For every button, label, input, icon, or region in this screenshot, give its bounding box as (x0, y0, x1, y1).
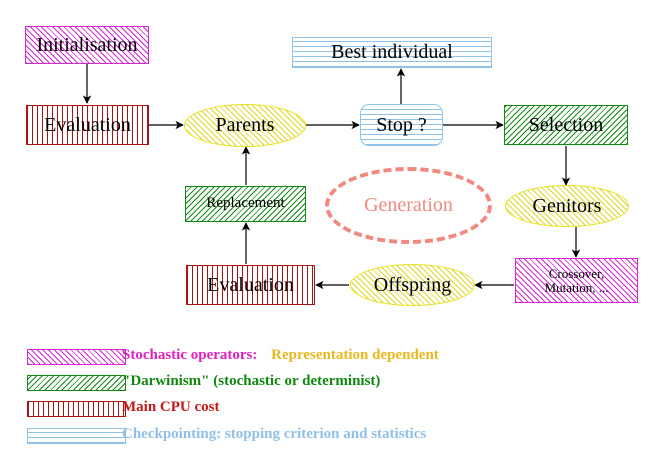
node-stop[interactable]: Stop ? (360, 104, 443, 146)
node-offspring[interactable]: Offspring (350, 264, 475, 306)
node-offspring-label: Offspring (373, 273, 452, 296)
node-parents-label: Parents (215, 114, 275, 137)
node-evaluation-top-label: Evaluation (44, 113, 131, 136)
legend-label-representation-dependent: Representation dependent (271, 347, 439, 363)
legend-swatch-checkpointing (27, 428, 126, 444)
node-initialisation-label: Initialisation (36, 33, 138, 56)
node-crossover-label-line2: Mutation, ... (544, 279, 609, 295)
node-selection[interactable]: Selection (504, 105, 628, 145)
node-replacement[interactable]: Replacement (185, 186, 306, 222)
legend-label-stochastic-operators: Stochastic operators: (122, 347, 258, 363)
node-generation-label: Generation (364, 194, 453, 216)
node-evaluation-bottom-label: Evaluation (207, 273, 294, 296)
node-replacement-label: Replacement (206, 195, 285, 212)
node-crossover-label-line1: Crossover, (548, 266, 605, 282)
legend-row-checkpointing: Checkpointing: stopping criterion and st… (122, 426, 426, 443)
legend-label-main-cpu-cost: Main CPU cost (122, 399, 220, 415)
legend-row-main-cpu-cost: Main CPU cost (122, 399, 220, 416)
node-evaluation-bottom[interactable]: Evaluation (186, 265, 315, 305)
node-best-individual[interactable]: Best individual (292, 37, 492, 68)
legend-swatch-stochastic-operators (27, 349, 126, 365)
legend-swatch-darwinism (27, 375, 126, 391)
node-crossover-mutation[interactable]: Crossover, Mutation, ... (515, 258, 638, 303)
node-evaluation-top[interactable]: Evaluation (26, 105, 149, 145)
node-parents[interactable]: Parents (184, 104, 306, 147)
node-initialisation[interactable]: Initialisation (25, 26, 149, 64)
legend-swatch-main-cpu-cost (27, 401, 126, 417)
node-best-individual-label: Best individual (331, 41, 453, 64)
legend-label-checkpointing: Checkpointing: stopping criterion and st… (122, 426, 427, 442)
node-genitors[interactable]: Genitors (505, 185, 629, 227)
legend-label-darwinism: "Darwinism" (stochastic or determinist) (122, 373, 381, 389)
node-stop-label: Stop ? (376, 113, 427, 136)
node-selection-label: Selection (528, 113, 604, 136)
node-generation: Generation (325, 167, 492, 244)
node-genitors-label: Genitors (532, 194, 602, 217)
legend-row-darwinism: "Darwinism" (stochastic or determinist) (122, 373, 380, 390)
legend-row-stochastic-operators: Stochastic operators: Representation dep… (122, 347, 439, 364)
